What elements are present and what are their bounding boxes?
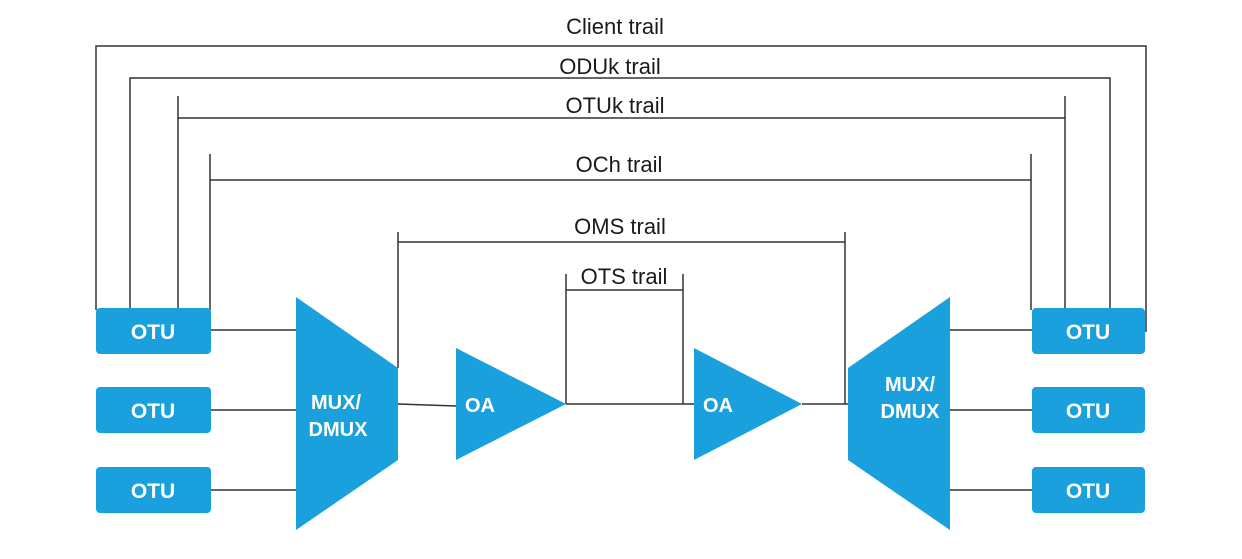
ots-trail: OTS trail bbox=[565, 264, 684, 404]
right-mux-label-line1: MUX/ bbox=[885, 374, 935, 396]
oms-trail: OMS trail bbox=[397, 214, 846, 404]
left-otu-1: OTU bbox=[96, 308, 211, 354]
right-otu-3: OTU bbox=[1032, 467, 1145, 513]
client-trail-label: Client trail bbox=[566, 14, 664, 39]
right-oa: OA bbox=[694, 348, 802, 460]
left-mux-label-line2: DMUX bbox=[309, 419, 369, 441]
left-oa: OA bbox=[456, 348, 566, 460]
oms-trail-bracket bbox=[397, 232, 846, 404]
right-mux-dmux: MUX/ DMUX bbox=[848, 297, 950, 530]
left-oa-label: OA bbox=[465, 395, 495, 417]
left-mux-dmux: MUX/ DMUX bbox=[296, 297, 398, 530]
left-mux-label-line1: MUX/ bbox=[311, 392, 361, 414]
oms-trail-label: OMS trail bbox=[574, 214, 666, 239]
left-otu-3: OTU bbox=[96, 467, 211, 513]
ots-trail-bracket bbox=[565, 274, 684, 404]
och-trail-label: OCh trail bbox=[576, 152, 663, 177]
left-otu-1-label: OTU bbox=[131, 321, 175, 344]
left-otu-2-label: OTU bbox=[131, 400, 175, 423]
right-otu-1: OTU bbox=[1032, 308, 1145, 354]
client-trail-bracket bbox=[95, 45, 1147, 332]
otuk-trail-bracket bbox=[177, 96, 1066, 310]
right-otu-2: OTU bbox=[1032, 387, 1145, 433]
right-otu-1-label: OTU bbox=[1066, 321, 1110, 344]
otuk-trail-label: OTUk trail bbox=[566, 93, 665, 118]
left-otu-3-label: OTU bbox=[131, 480, 175, 503]
otuk-trail: OTUk trail bbox=[177, 93, 1066, 310]
right-oa-label: OA bbox=[703, 395, 733, 417]
right-mux-label-line2: DMUX bbox=[881, 401, 941, 423]
ots-trail-label: OTS trail bbox=[581, 264, 668, 289]
och-trail-bracket bbox=[209, 154, 1032, 310]
right-otu-2-label: OTU bbox=[1066, 400, 1110, 423]
connector-mux-to-oa-left bbox=[397, 403, 457, 407]
och-trail: OCh trail bbox=[209, 152, 1032, 310]
oduk-trail-bracket bbox=[129, 77, 1111, 310]
oduk-trail-label: ODUk trail bbox=[559, 54, 660, 79]
client-trail: Client trail bbox=[95, 14, 1147, 332]
oduk-trail: ODUk trail bbox=[129, 54, 1111, 310]
left-otu-2: OTU bbox=[96, 387, 211, 433]
right-otu-3-label: OTU bbox=[1066, 480, 1110, 503]
